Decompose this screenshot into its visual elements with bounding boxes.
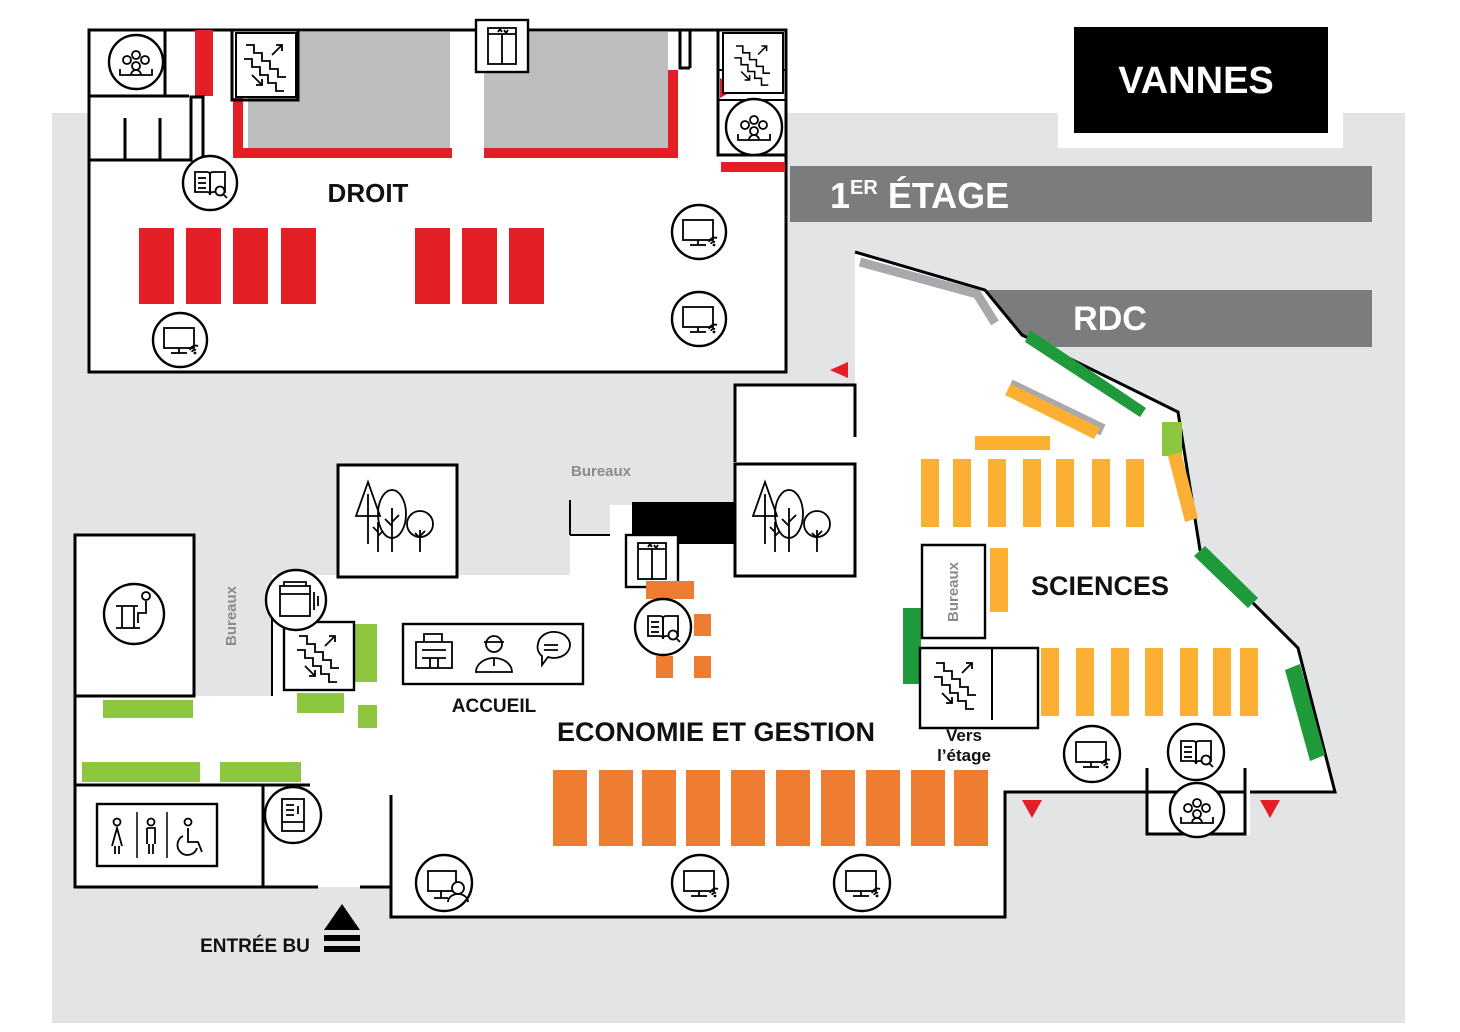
campus-title-box [1074,27,1328,133]
tab-first-floor[interactable] [790,166,1372,222]
economie-furniture [646,581,711,678]
bureaux-label-left: Bureaux [223,585,240,646]
green-dark-shelves [903,330,1325,761]
tab-ground-floor-label: RDC [1073,300,1147,338]
entrance-label: ENTRÉE BU [200,935,310,957]
vers-etage-label: Vers [946,726,982,745]
toilets-icon [111,812,203,858]
reception-icon [415,633,453,669]
study-desk-icon [116,591,151,629]
librarian-icon [475,635,513,673]
bureaux-label-sciences: Bureaux [945,561,962,622]
green-furniture [82,422,1182,782]
zone-label-sciences: SCIENCES [1031,571,1169,601]
bureaux-label-top: Bureaux [571,463,632,480]
entrance[interactable]: ENTRÉE BU [200,904,360,957]
economie-shelves [553,770,988,846]
tab-first-floor-label: 1ER ÉTAGE [830,175,1009,216]
vending-machine-icon [281,798,305,832]
tab-ground-floor[interactable] [985,290,1372,347]
zone-label-droit: DROIT [328,178,409,208]
droit-shelves [139,228,544,304]
computer-user-icon [427,870,469,903]
entrance-arrow-icon [324,904,360,930]
printer-icon [279,581,319,617]
ground-floor-plan: Bureaux Bureaux [73,250,1337,919]
zone-label-accueil: ACCUEIL [452,696,537,717]
sciences-shelves [921,384,1258,716]
first-floor-plan: DROIT [87,18,788,374]
campus-title: VANNES [1118,60,1274,102]
help-chat-icon [536,631,571,668]
zone-label-economie: ECONOMIE ET GESTION [557,717,875,747]
vers-etage-label-2: l’étage [937,746,991,765]
